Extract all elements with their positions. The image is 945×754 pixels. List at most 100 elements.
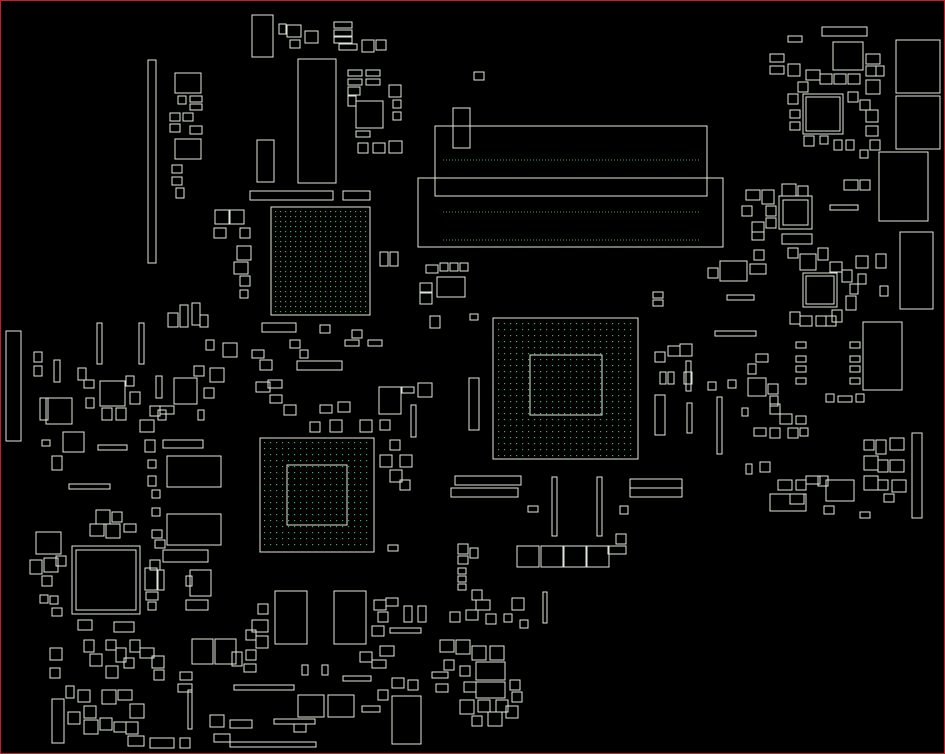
smd-footprint[interactable] <box>449 262 459 272</box>
smd-footprint[interactable] <box>169 112 181 122</box>
smd-footprint[interactable] <box>741 407 749 417</box>
smd-footprint[interactable] <box>469 547 479 559</box>
smd-footprint[interactable] <box>367 339 383 347</box>
smd-footprint[interactable] <box>855 393 865 403</box>
smd-footprint[interactable] <box>123 523 137 533</box>
smd-footprint[interactable] <box>347 95 357 107</box>
smd-footprint[interactable] <box>707 267 719 279</box>
component-connector[interactable] <box>5 14 941 745</box>
smd-footprint[interactable] <box>455 639 471 655</box>
smd-footprint[interactable] <box>439 262 449 272</box>
smd-footprint[interactable] <box>797 81 809 93</box>
smd-footprint[interactable] <box>407 679 419 691</box>
smd-footprint[interactable] <box>847 91 859 103</box>
smd-footprint[interactable] <box>389 439 401 451</box>
component-small-qfn[interactable] <box>45 41 864 425</box>
smd-footprint[interactable] <box>859 149 869 159</box>
smd-footprint[interactable] <box>321 664 329 676</box>
smd-footprint[interactable] <box>67 711 81 725</box>
smd-footprint[interactable] <box>503 613 513 623</box>
smd-footprint[interactable] <box>377 611 389 623</box>
smd-footprint[interactable] <box>769 65 785 75</box>
smd-footprint[interactable] <box>175 187 185 199</box>
smd-footprint[interactable] <box>459 665 471 677</box>
smd-footprint[interactable] <box>145 591 159 601</box>
smd-footprint[interactable] <box>101 689 117 705</box>
smd-footprint[interactable] <box>489 645 505 661</box>
component-dram-chip[interactable] <box>166 455 367 645</box>
smd-footprint[interactable] <box>105 665 119 679</box>
smd-footprint[interactable] <box>149 737 175 749</box>
smd-footprint[interactable] <box>845 139 855 151</box>
smd-footprint[interactable] <box>129 639 141 653</box>
smd-footprint[interactable] <box>787 427 799 439</box>
smd-footprint[interactable] <box>43 557 59 573</box>
smd-footprint[interactable] <box>129 391 141 405</box>
smd-footprint[interactable] <box>877 479 889 491</box>
smd-footprint[interactable] <box>679 343 693 357</box>
smd-footprint[interactable] <box>154 539 166 549</box>
smd-footprint[interactable] <box>209 367 225 383</box>
smd-footprint[interactable] <box>865 53 881 65</box>
smd-footprint[interactable] <box>769 395 779 407</box>
smd-footprint[interactable] <box>55 555 67 567</box>
smd-footprint[interactable] <box>753 249 765 261</box>
smd-footprint[interactable] <box>129 703 145 719</box>
smd-footprint[interactable] <box>652 291 664 299</box>
smd-footprint[interactable] <box>769 403 781 415</box>
smd-footprint[interactable] <box>83 639 95 653</box>
smd-footprint[interactable] <box>652 299 664 307</box>
smd-footprint[interactable] <box>167 312 179 328</box>
smd-footprint[interactable] <box>379 419 391 431</box>
smd-footprint[interactable] <box>727 379 737 389</box>
smd-footprint[interactable] <box>99 717 113 731</box>
component-sodimm-slot[interactable] <box>417 107 724 248</box>
smd-footprint[interactable] <box>51 455 63 471</box>
smd-footprint[interactable] <box>387 544 399 552</box>
smd-footprint[interactable] <box>759 461 771 473</box>
smd-footprint[interactable] <box>182 112 194 122</box>
smd-footprint[interactable] <box>255 381 271 393</box>
smd-footprint[interactable] <box>745 189 761 201</box>
smd-footprint[interactable] <box>745 463 753 475</box>
smd-footprint[interactable] <box>511 597 525 611</box>
component-pin-header[interactable] <box>162 26 868 563</box>
smd-footprint[interactable] <box>233 261 249 275</box>
smd-footprint[interactable] <box>819 135 829 145</box>
smd-footprint[interactable] <box>767 383 779 395</box>
smd-footprint[interactable] <box>239 227 251 239</box>
smd-footprint[interactable] <box>399 454 413 468</box>
smd-footprint[interactable] <box>833 139 843 151</box>
smd-footprint[interactable] <box>781 183 797 197</box>
smd-footprint[interactable] <box>863 439 875 451</box>
component-cpu-bga[interactable] <box>492 317 639 460</box>
smd-footprint[interactable] <box>77 689 91 703</box>
smd-footprint[interactable] <box>473 71 485 81</box>
smd-footprint[interactable] <box>286 24 302 38</box>
smd-footprint[interactable] <box>379 454 393 468</box>
smd-footprint[interactable] <box>239 289 249 299</box>
smd-footprint[interactable] <box>191 302 201 326</box>
smd-footprint[interactable] <box>795 479 807 491</box>
smd-footprint[interactable] <box>465 609 479 621</box>
smd-footprint[interactable] <box>755 353 769 363</box>
smd-footprint[interactable] <box>157 409 167 421</box>
component-inductor[interactable] <box>35 72 855 718</box>
smd-footprint[interactable] <box>769 427 781 439</box>
smd-footprint[interactable] <box>139 647 155 659</box>
smd-footprint[interactable] <box>49 667 61 679</box>
smd-footprint[interactable] <box>747 377 767 397</box>
smd-footprint[interactable] <box>197 409 205 421</box>
smd-footprint[interactable] <box>857 273 867 285</box>
smd-footprint[interactable] <box>371 659 387 669</box>
smd-footprint[interactable] <box>125 721 139 735</box>
smd-footprint[interactable] <box>83 705 97 719</box>
smd-footprint[interactable] <box>833 73 847 85</box>
smd-footprint[interactable] <box>803 135 815 147</box>
smd-footprint[interactable] <box>361 39 375 53</box>
smd-footprint[interactable] <box>865 79 881 95</box>
smd-footprint[interactable] <box>144 439 156 453</box>
smd-footprint[interactable] <box>875 65 885 77</box>
smd-footprint[interactable] <box>319 324 331 334</box>
